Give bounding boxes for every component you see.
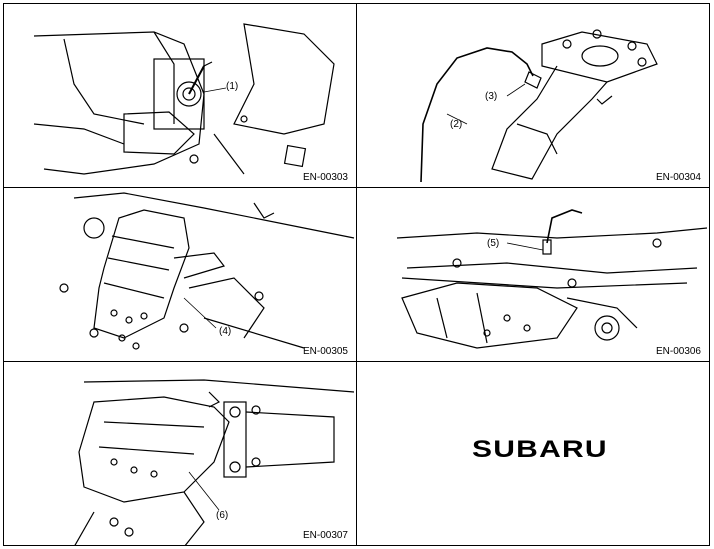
callout-label: (5) (487, 238, 500, 249)
engine-bay-illustration (33, 23, 335, 175)
panel-logo: SUBARU . (356, 361, 710, 546)
subaru-logo: SUBARU (472, 436, 608, 463)
converter-flange-illustration (74, 379, 355, 545)
panel-converter-bolts: (6) EN-00307 (3, 361, 357, 546)
panel-catalytic-converter-cover: (4) EN-00305 (3, 187, 357, 362)
figure-code: EN-00306 (655, 346, 701, 357)
callout-label: (3) (485, 91, 498, 102)
figure-code: EN-00304 (655, 172, 701, 183)
panel-rear-oxygen-sensor: (5) EN-00306 (356, 187, 710, 362)
figure-code: EN-00305 (302, 346, 348, 357)
figure-code: EN-00303 (302, 172, 348, 183)
underbody-exhaust-illustration (396, 209, 708, 349)
callout-label: (6) (216, 510, 229, 521)
heat-shield-illustration (59, 192, 355, 350)
callout-label: (2) (450, 119, 463, 130)
figure-code: EN-00307 (302, 530, 348, 541)
logo-registered-mark: . (587, 448, 590, 458)
panel-sensor-connector: (3) (2) EN-00304 (356, 3, 710, 188)
panel-oxygen-sensor-location: (1) EN-00303 (3, 3, 357, 188)
exhaust-flange-illustration (420, 29, 658, 183)
callout-label: (4) (219, 326, 232, 337)
callout-label: (1) (226, 81, 239, 92)
